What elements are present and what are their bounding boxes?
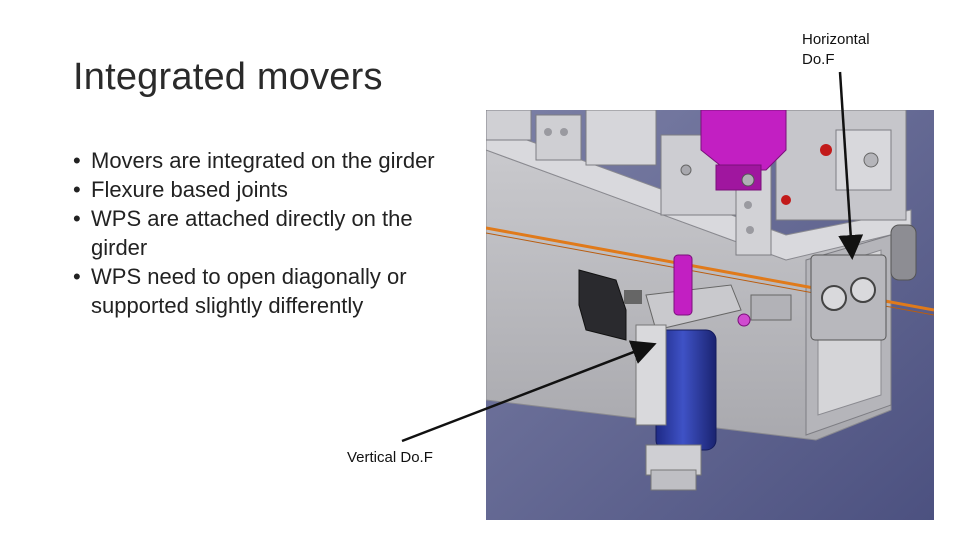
bolt <box>741 173 755 187</box>
cad-model-image <box>486 110 934 520</box>
bolt <box>781 195 791 205</box>
horizontal-dof-label: Horizontal Do.F <box>802 30 892 70</box>
slide-title: Integrated movers <box>73 56 383 98</box>
bolt <box>560 128 568 136</box>
horizontal-dof-label-line2: Do.F <box>802 51 835 68</box>
bolt <box>820 144 832 156</box>
connector-ring <box>850 277 876 303</box>
upper-block <box>535 114 582 161</box>
mover-base-lower <box>650 469 697 491</box>
pink-knob <box>737 313 751 327</box>
bolt <box>746 226 754 234</box>
bolt <box>744 201 752 209</box>
bolt <box>544 128 552 136</box>
bolt <box>863 152 879 168</box>
mover-clamp <box>635 324 667 426</box>
stepper-connector <box>624 290 642 304</box>
vertical-dof-label: Vertical Do.F <box>347 449 433 466</box>
horizontal-dof-label-line1: Horizontal <box>802 31 870 48</box>
bullet-item: WPS need to open diagonally or supported… <box>73 262 443 320</box>
stepper-motor <box>578 269 627 341</box>
magenta-part <box>700 110 787 171</box>
magenta-part <box>715 164 762 191</box>
side-bracket <box>750 294 792 321</box>
right-cylinder <box>890 224 917 281</box>
bullet-item: Movers are integrated on the girder <box>73 146 443 175</box>
connector-ring <box>821 285 847 311</box>
mover-bracket <box>645 284 742 331</box>
upper-block <box>585 110 657 166</box>
bullet-item: WPS are attached directly on the girder <box>73 204 443 262</box>
upper-block <box>486 110 532 141</box>
bullet-list: Movers are integrated on the girder Flex… <box>73 146 443 320</box>
bolt <box>680 164 692 176</box>
bullet-item: Flexure based joints <box>73 175 443 204</box>
mover-shaft <box>673 254 693 316</box>
